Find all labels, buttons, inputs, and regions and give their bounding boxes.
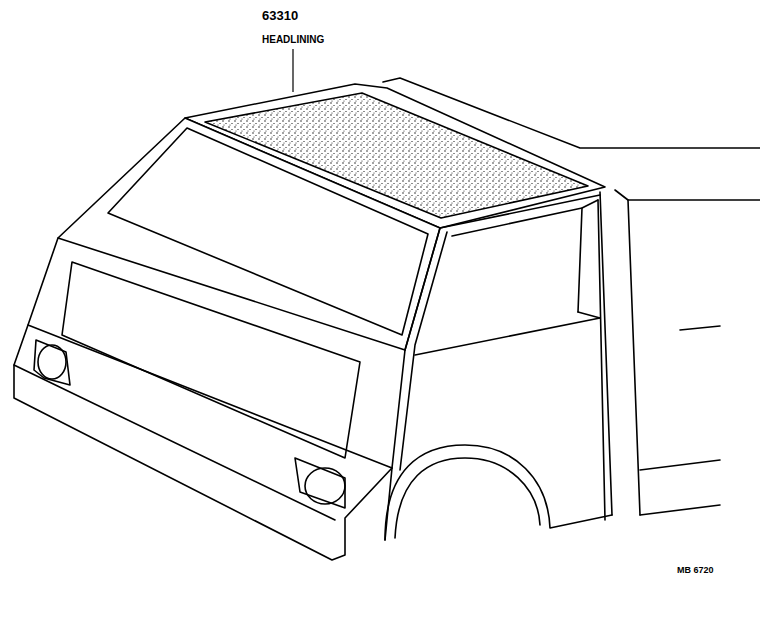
figure-code: MB 6720 — [677, 566, 714, 575]
callout-number: 63310 — [262, 9, 298, 22]
part-name: HEADLINING — [262, 35, 324, 45]
